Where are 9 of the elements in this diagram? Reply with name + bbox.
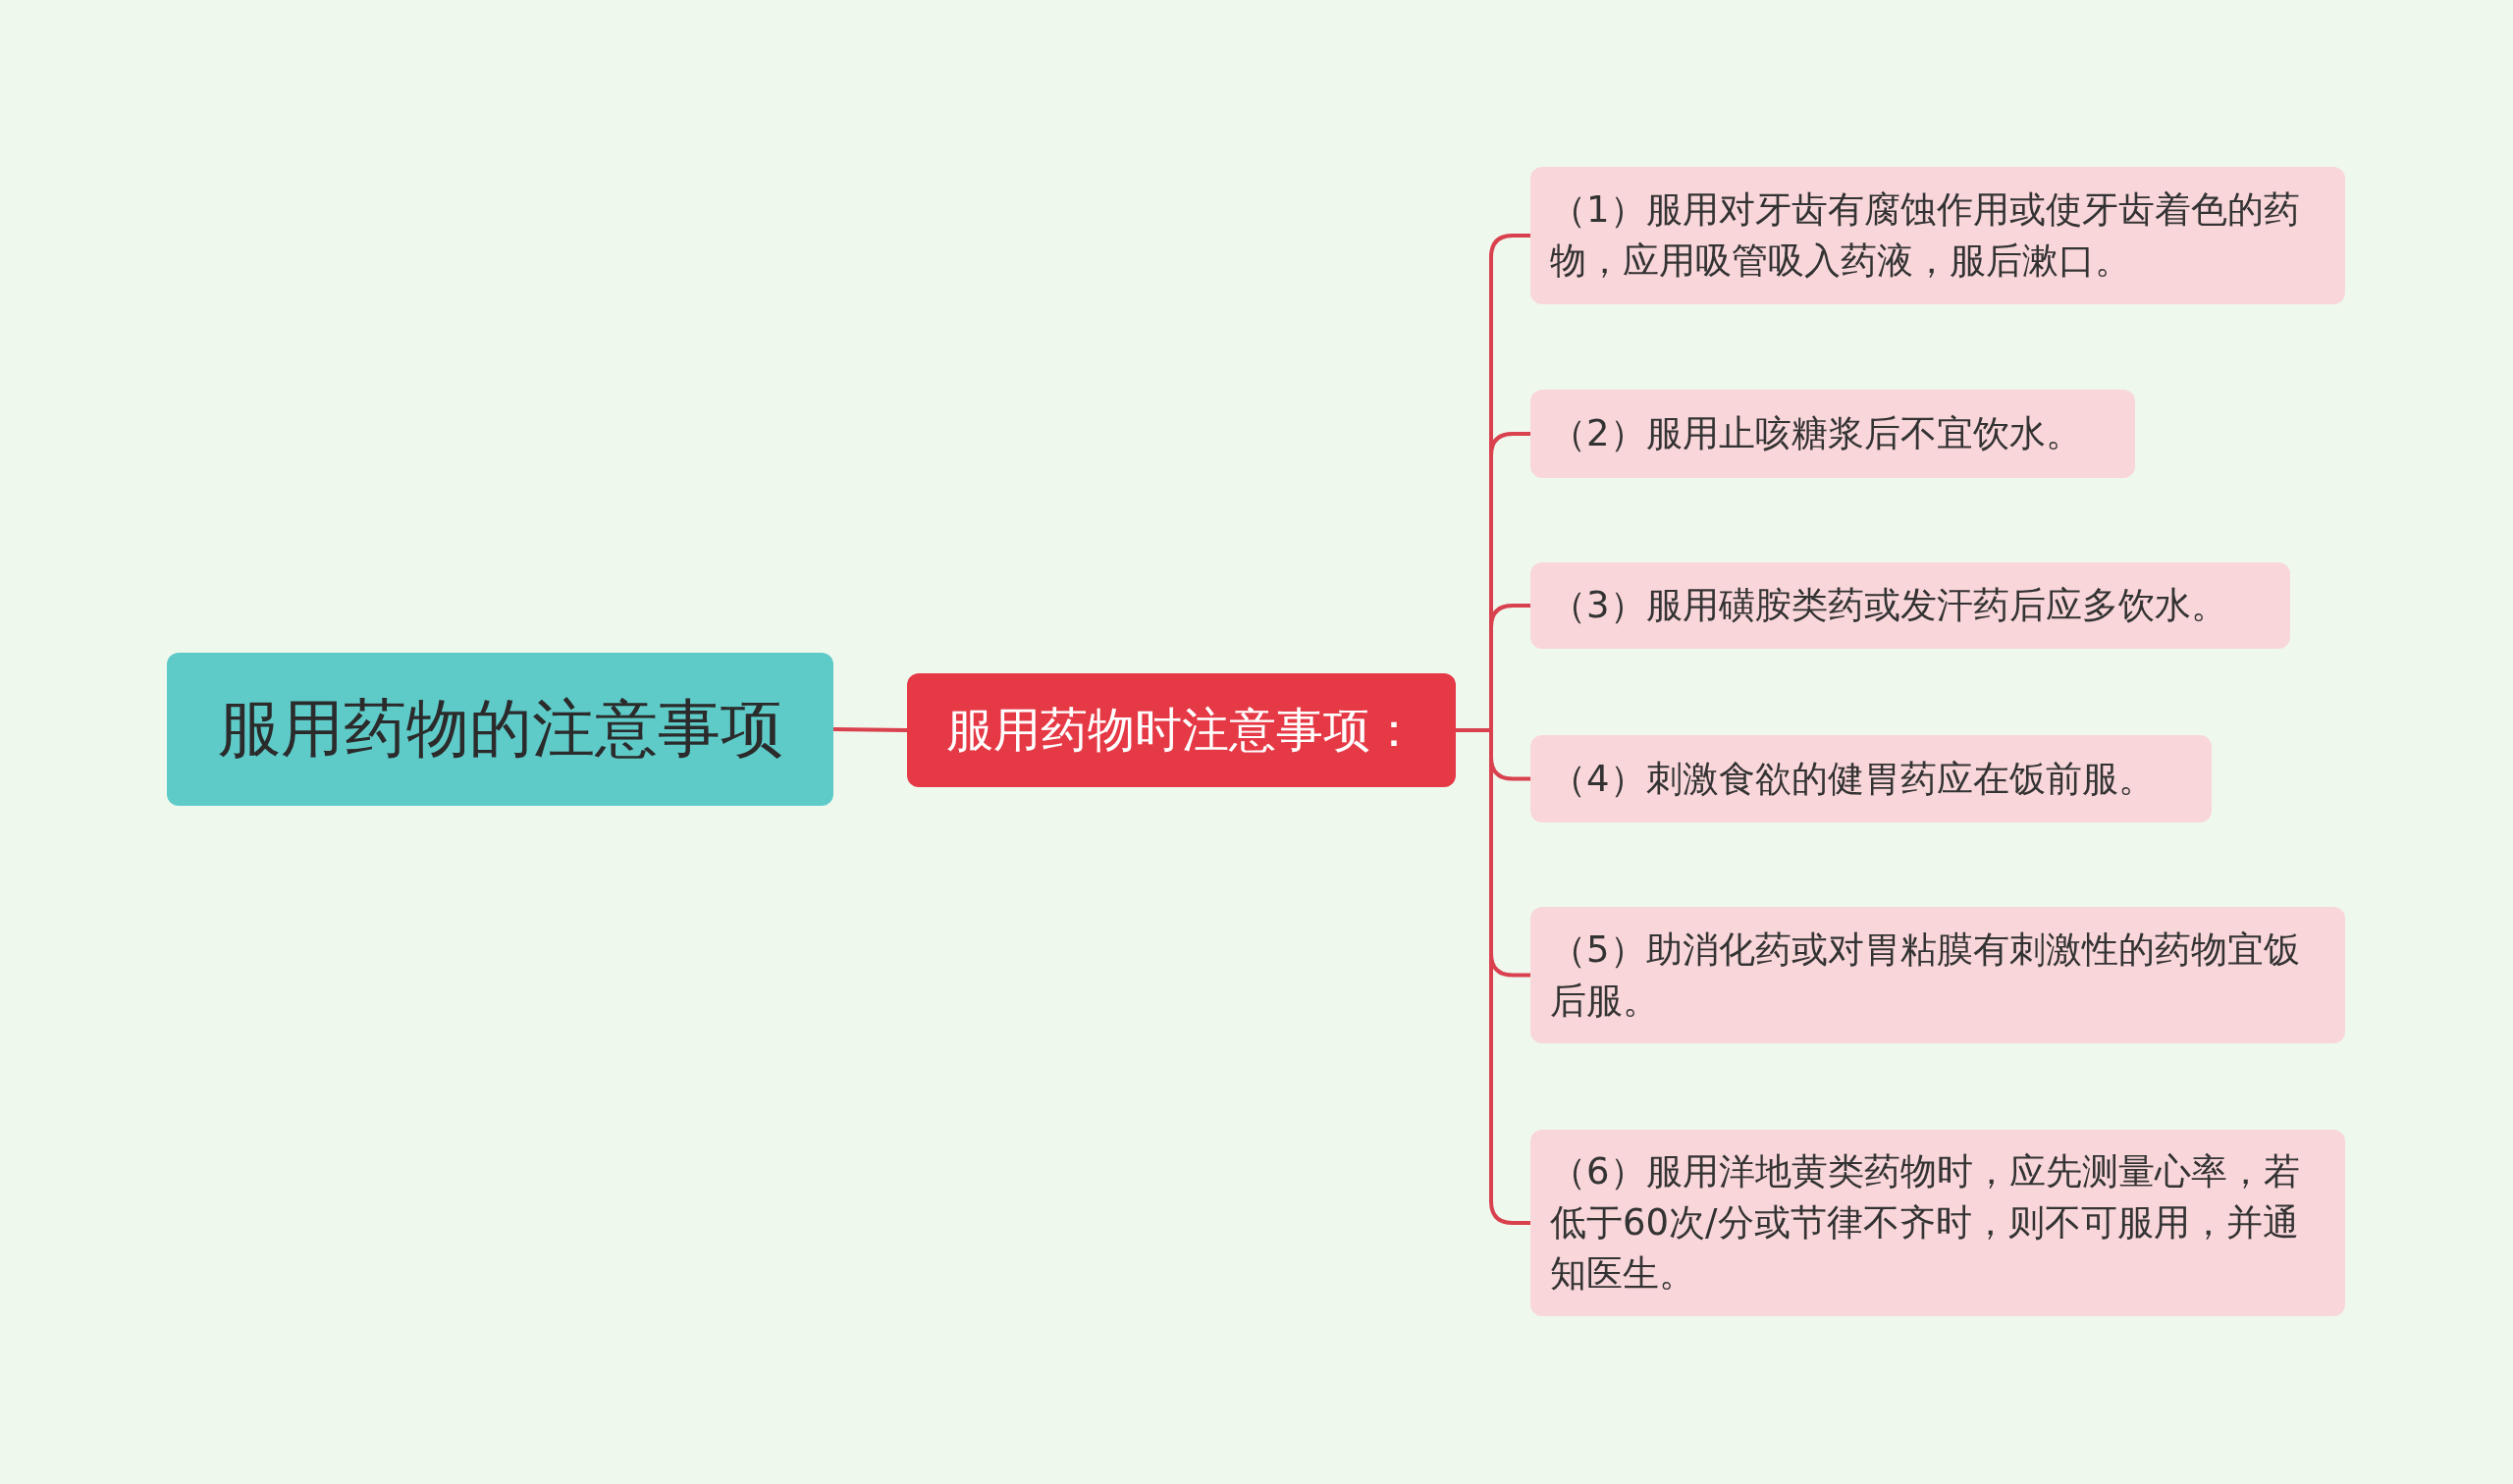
item-box: （5）助消化药或对胃粘膜有刺激性的药物宜饭后服。 [1530, 907, 2345, 1043]
item-box: （1）服用对牙齿有腐蚀作用或使牙齿着色的药物，应用吸管吸入药液，服后漱口。 [1530, 167, 2345, 304]
item-box: （6）服用洋地黄类药物时，应先测量心率，若低于60次/分或节律不齐时，则不可服用，并通知医生。 [1530, 1130, 2345, 1316]
item-box: （4）刺激食欲的健胃药应在饭前服。 [1530, 735, 2212, 822]
item-box: （2）服用止咳糖浆后不宜饮水。 [1530, 390, 2135, 478]
root-topic-box: 服用药物的注意事项 [167, 653, 833, 806]
connector-line [832, 727, 908, 732]
subtopic-box: 服用药物时注意事项： [907, 673, 1456, 787]
item-box: （3）服用磺胺类药或发汗药后应多饮水。 [1530, 562, 2290, 649]
